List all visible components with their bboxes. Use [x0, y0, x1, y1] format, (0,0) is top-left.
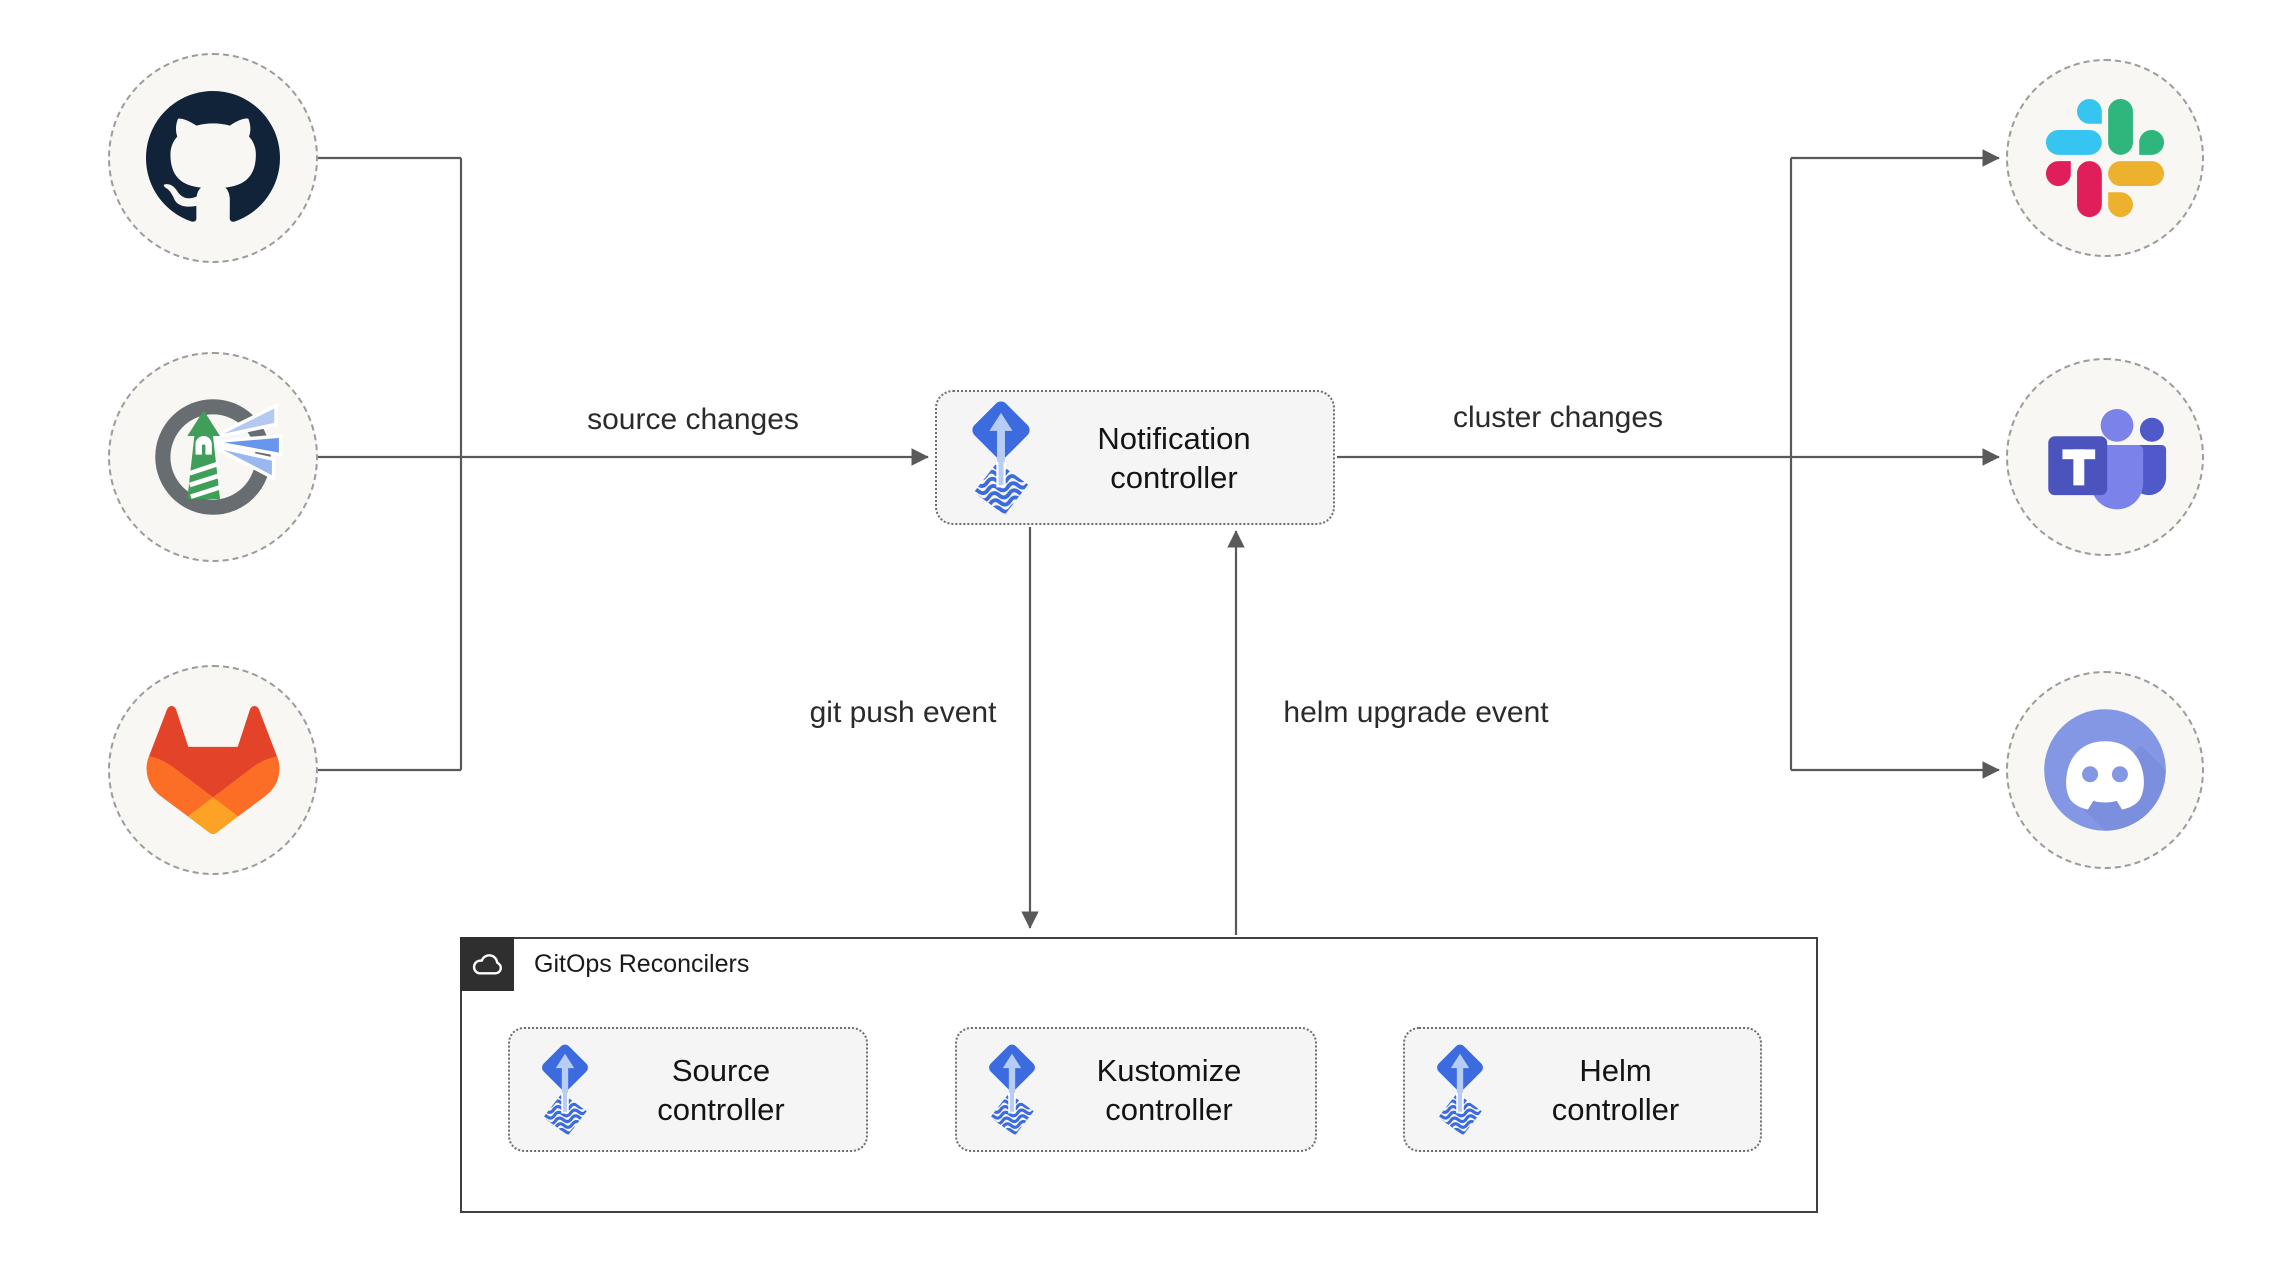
node-label-line2: controller [657, 1091, 785, 1127]
label-cluster-changes: cluster changes [1446, 401, 1670, 435]
node-label: Source controller [594, 1051, 866, 1129]
cloud-icon [469, 949, 505, 979]
endpoint-microsoft-teams [2006, 358, 2204, 556]
teams-icon [2039, 397, 2171, 517]
node-label: Notification controller [1037, 419, 1333, 497]
node-label-line2: controller [1551, 1091, 1680, 1127]
label-source-changes: source changes [581, 403, 805, 437]
harbor-icon [143, 387, 283, 527]
flux-icon [536, 1041, 594, 1138]
node-label-line1: Source [671, 1052, 771, 1088]
node-label-line2: controller [1110, 459, 1238, 495]
endpoint-harbor [108, 352, 318, 562]
label-helm-upgrade-event: helm upgrade event [1277, 696, 1555, 730]
endpoint-gitlab [108, 665, 318, 875]
group-tab [460, 937, 514, 991]
flux-icon [983, 1041, 1041, 1138]
node-label-line2: controller [1105, 1091, 1233, 1127]
endpoint-github [108, 53, 318, 263]
endpoint-discord [2006, 671, 2204, 869]
gitlab-icon [137, 694, 289, 846]
node-kustomize-controller: Kustomize controller [955, 1027, 1317, 1152]
label-git-push-event: git push event [803, 696, 1003, 730]
node-label: Kustomize controller [1041, 1051, 1315, 1129]
endpoint-slack [2006, 59, 2204, 257]
github-icon [146, 91, 280, 225]
node-label-line1: Helm [1579, 1052, 1652, 1088]
node-label-line1: Notification [1097, 420, 1251, 456]
node-label-line1: Kustomize [1096, 1052, 1242, 1088]
slack-icon [2046, 99, 2164, 217]
node-label: Helm controller [1489, 1051, 1760, 1129]
flux-icon [965, 397, 1037, 518]
node-source-controller: Source controller [508, 1027, 868, 1152]
node-notification-controller: Notification controller [935, 390, 1335, 525]
flux-icon [1431, 1041, 1489, 1138]
discord-icon [2041, 706, 2169, 834]
node-helm-controller: Helm controller [1403, 1027, 1762, 1152]
group-title: GitOps Reconcilers [534, 949, 750, 978]
